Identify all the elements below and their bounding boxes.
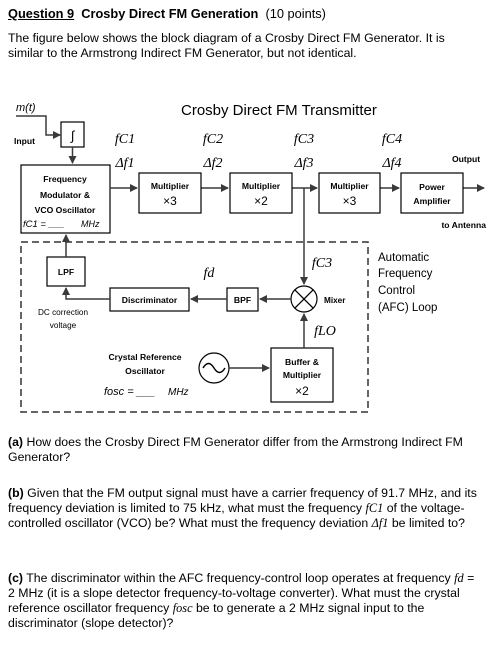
question-b-symbol-fc1: fC1 <box>365 501 384 515</box>
question-number: Question 9 <box>8 6 75 21</box>
dc-correction-line1: DC correction <box>38 308 88 317</box>
buffer-multiplier-block <box>270 347 334 403</box>
input-signal-label: m(t) <box>16 102 36 114</box>
multiplier-1-label: Multiplier <box>151 181 190 191</box>
label-df4: Δf4 <box>381 156 401 171</box>
input-label: Input <box>14 136 35 146</box>
label-df3: Δf3 <box>293 156 313 171</box>
multiplier-3-factor: ×3 <box>343 194 357 208</box>
question-a-text: How does the Crosby Direct FM Generator … <box>8 435 463 464</box>
lpf-label: LPF <box>58 267 74 277</box>
question-b-part2: of the voltage-controlled oscillator (VC… <box>8 501 465 530</box>
label-flo: fLO <box>314 324 336 339</box>
question-c-part2: = 2 MHz (it is a slope detector frequenc… <box>8 571 475 615</box>
label-fc2: fC2 <box>203 132 223 147</box>
antenna-label: to Antenna <box>441 220 486 230</box>
question-c-symbol-fd: fd <box>454 571 464 585</box>
label-df2: Δf2 <box>202 156 222 171</box>
question-b-part1: Given that the FM output signal must hav… <box>8 486 477 515</box>
crystal-line2: Oscillator <box>125 366 165 376</box>
label-fd: fd <box>204 266 216 281</box>
multiplier-3-block <box>318 172 381 214</box>
question-c: (c) The discriminator within the AFC fre… <box>8 571 480 631</box>
question-heading: Question 9 Crosby Direct FM Generation (… <box>8 6 326 21</box>
intro-text: The figure below shows the block diagram… <box>8 31 445 60</box>
afc-loop-boundary <box>20 241 369 413</box>
output-label: Output <box>452 154 480 164</box>
buffer-line1: Buffer & <box>285 357 319 367</box>
question-a: (a) How does the Crosby Direct FM Genera… <box>8 435 480 465</box>
power-amplifier-line1: Power <box>419 182 445 192</box>
multiplier-2-factor: ×2 <box>254 194 268 208</box>
block-diagram: Crosby Direct FM Transmitter m(t) Input … <box>14 102 486 413</box>
afc-line2: Frequency <box>378 268 433 280</box>
question-c-symbol-fosc: fosc <box>172 601 193 615</box>
question-c-label: (c) <box>8 571 24 585</box>
modulator-vco-block <box>20 164 111 234</box>
question-title: Crosby Direct FM Generation <box>81 6 259 21</box>
multiplier-1-factor: ×3 <box>163 194 177 208</box>
dc-correction-line2: voltage <box>50 321 77 330</box>
question-points: (10 points) <box>265 6 326 21</box>
question-c-part3: be to generate a 2 MHz signal input to t… <box>8 601 425 630</box>
label-fc4: fC4 <box>382 132 402 147</box>
question-b-symbol-df1: Δf1 <box>371 516 389 530</box>
question-b: (b) Given that the FM output signal must… <box>8 486 480 531</box>
label-fc1: fC1 <box>115 132 135 147</box>
afc-line1: Automatic <box>378 252 429 264</box>
discriminator-label: Discriminator <box>122 295 178 305</box>
crystal-frequency-unit: MHz <box>168 387 189 398</box>
multiplier-1-block <box>138 172 202 214</box>
afc-line3: Control <box>378 285 415 297</box>
mixer-label: Mixer <box>324 296 346 305</box>
bpf-label: BPF <box>234 295 251 305</box>
multiplier-3-label: Multiplier <box>330 181 369 191</box>
afc-line4: (AFC) Loop <box>378 302 437 314</box>
multiplier-2-block <box>229 172 293 214</box>
label-fc3-tap: fC3 <box>312 256 332 271</box>
buffer-line2: Multiplier <box>283 370 322 380</box>
crystal-line1: Crystal Reference <box>108 352 181 362</box>
power-amplifier-line2: Amplifier <box>413 196 451 206</box>
question-a-label: (a) <box>8 435 24 449</box>
diagram-title: Crosby Direct FM Transmitter <box>181 102 377 119</box>
integrator-symbol: ∫ <box>70 128 76 143</box>
multiplier-2-label: Multiplier <box>242 181 281 191</box>
buffer-factor: ×2 <box>295 384 309 398</box>
power-amplifier-block <box>400 172 464 214</box>
question-b-part3: be limited to? <box>391 516 465 530</box>
modulator-frequency-blank: fC1 = ___ <box>23 219 64 230</box>
crystal-frequency-blank: fosc = ___ <box>104 386 155 398</box>
modulator-frequency-unit: MHz <box>81 219 100 229</box>
question-b-label: (b) <box>8 486 24 500</box>
modulator-line1: Frequency <box>43 174 87 184</box>
question-c-part1: The discriminator within the AFC frequen… <box>26 571 451 585</box>
label-df1: Δf1 <box>114 156 134 171</box>
label-fc3: fC3 <box>294 132 314 147</box>
modulator-line3: VCO Oscillator <box>35 205 96 215</box>
modulator-line2: Modulator & <box>40 190 90 200</box>
sine-wave-icon <box>202 362 226 374</box>
